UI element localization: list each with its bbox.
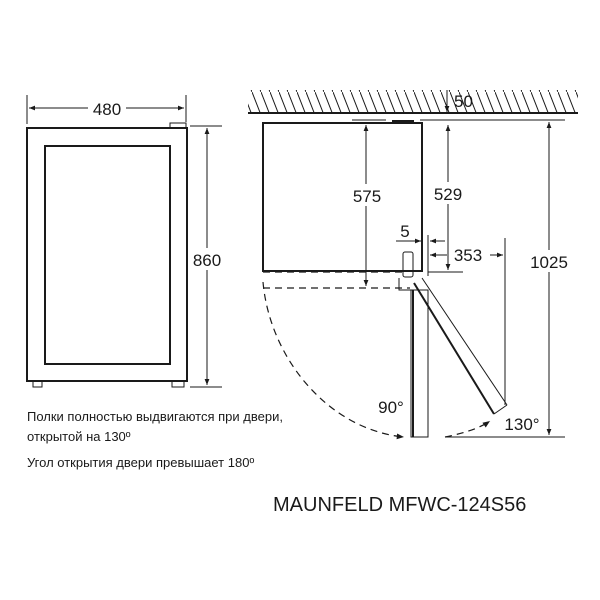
side-view: 50 575 529 5 353 1025 90° 130° bbox=[248, 90, 578, 440]
angle-130-label: 130° bbox=[504, 415, 539, 434]
door-swing-arc-90 bbox=[262, 281, 405, 440]
width-label: 480 bbox=[93, 100, 121, 119]
door-offset-label: 5 bbox=[400, 222, 409, 241]
cabinet-outline bbox=[26, 127, 188, 382]
model-name: MAUNFELD MFWC-124S56 bbox=[273, 494, 526, 516]
total-depth-open-label: 1025 bbox=[530, 253, 568, 272]
door-swing-label: 353 bbox=[454, 246, 482, 265]
glass-door-panel bbox=[44, 145, 171, 365]
door-open-130 bbox=[413, 282, 495, 415]
top-hinge bbox=[169, 122, 187, 129]
foot-left bbox=[32, 380, 43, 388]
caption-door-angle: Угол открытия двери превышает 180º bbox=[27, 455, 254, 470]
depth-to-door-label: 529 bbox=[434, 185, 462, 204]
cabinet-side bbox=[262, 122, 423, 272]
foot-right bbox=[171, 380, 185, 388]
caption-shelves-line2: открытой на 130º bbox=[27, 429, 131, 444]
front-view: 480 860 bbox=[26, 95, 225, 388]
depth-label: 575 bbox=[353, 187, 381, 206]
door-closed bbox=[410, 289, 429, 438]
door-swing-arc-130 bbox=[444, 420, 491, 438]
height-label: 860 bbox=[193, 251, 221, 270]
angle-90-label: 90° bbox=[378, 398, 404, 417]
caption-shelves-line1: Полки полностью выдвигаются при двери, bbox=[27, 409, 283, 424]
ceiling-hatch bbox=[248, 90, 578, 113]
hinge bbox=[402, 251, 414, 278]
clearance-top-label: 50 bbox=[454, 92, 473, 111]
